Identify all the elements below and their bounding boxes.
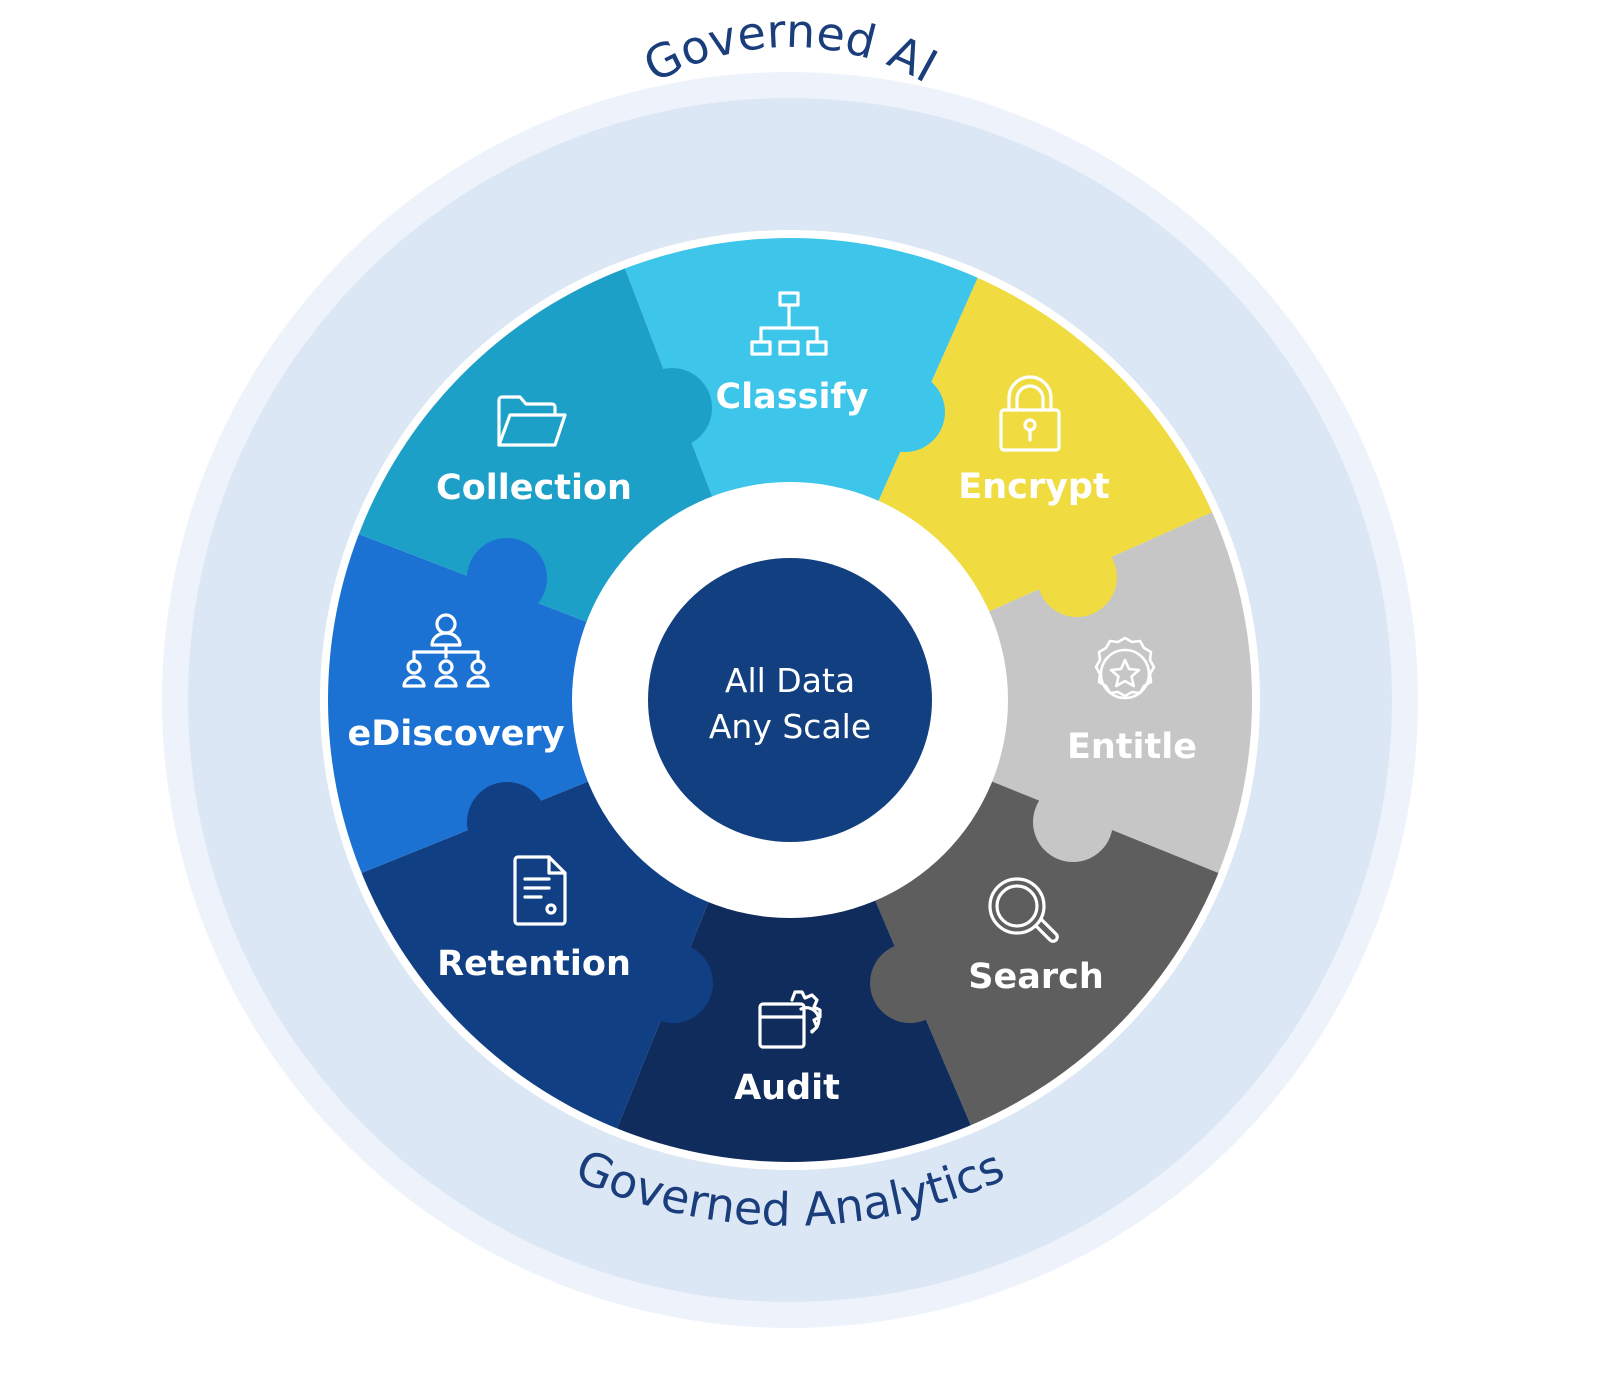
window-gear-icon [758,990,822,1049]
org-chart-icon [750,291,828,356]
tab-retention-into-audit [633,943,713,1023]
padlock-icon [999,375,1061,452]
center-label-line2: Any Scale [709,707,871,746]
tab-search-into-audit [870,943,950,1023]
tab-classify-into-encrypt [865,372,945,452]
segment-label-audit: Audit [734,1068,840,1108]
segment-label-encrypt: Encrypt [958,467,1109,507]
document-icon [513,855,567,926]
segment-label-retention: Retention [437,944,631,984]
segment-entitle[interactable] [790,511,1255,874]
tab-encrypt-into-entitle [1037,537,1117,617]
open-folder-icon [497,395,567,447]
badge-star-icon [1094,636,1156,700]
people-hierarchy-icon [402,613,490,688]
segment-label-entitle: Entitle [1067,727,1197,767]
segment-audit[interactable] [616,700,972,1165]
tab-retention-into-ediscovery [467,782,547,862]
segment-label-ediscovery: eDiscovery [347,714,564,754]
center-label-line1: All Data [725,661,855,700]
segment-classify[interactable] [624,235,979,700]
center-circle [648,558,932,842]
tab-entitle-into-search [1033,782,1113,862]
tab-ediscovery-into-collection [467,538,547,618]
magnifier-icon [988,877,1059,943]
segment-label-classify: Classify [715,377,868,417]
tab-collection-into-classify [632,368,712,448]
segment-label-search: Search [968,957,1104,997]
segment-label-collection: Collection [436,468,632,508]
